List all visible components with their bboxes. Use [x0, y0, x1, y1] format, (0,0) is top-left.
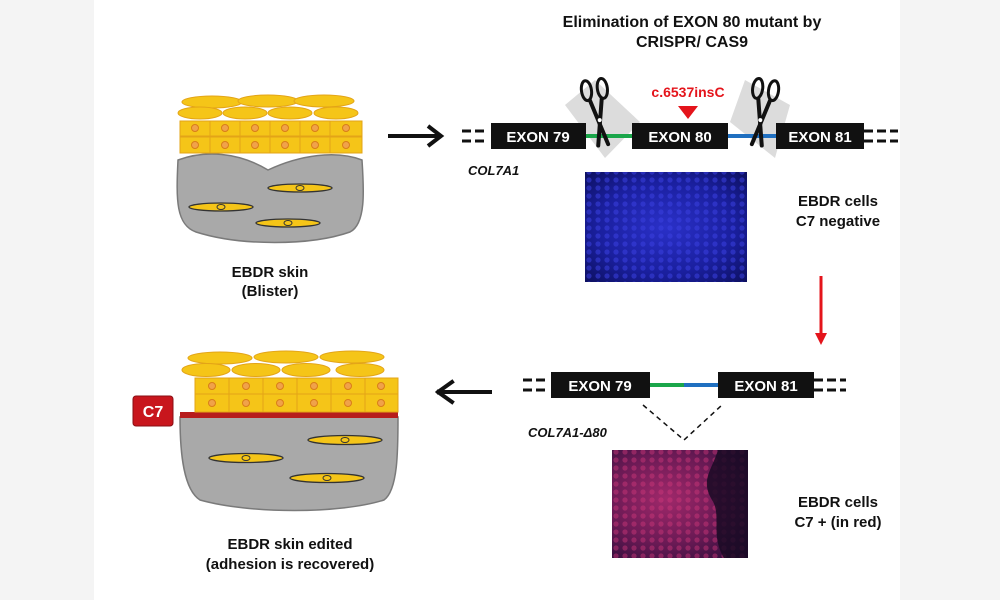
- exon-80-top: [632, 123, 728, 149]
- cells-top-label-1: EBDR cells: [798, 193, 878, 210]
- cells-bottom-label-1: EBDR cells: [798, 494, 878, 511]
- scissors-icon: [749, 76, 781, 148]
- fibroblasts-bottom: [208, 434, 383, 484]
- construct-top: EXON 79 EXON 80 EXON 81 c.6537insC: [462, 76, 898, 158]
- title-line-2: CRISPR/ CAS9: [636, 34, 748, 51]
- c7-badge-label: C7: [143, 404, 164, 421]
- micrograph-c7-negative: [585, 172, 747, 282]
- scissors-icon: [579, 76, 611, 148]
- cells-top-label-2: C7 negative: [796, 213, 880, 230]
- epidermis-top: [177, 94, 363, 154]
- gene-label-top: COL7A1: [468, 163, 519, 178]
- gene-label-bottom: COL7A1-Δ80: [528, 425, 608, 440]
- exon-80-top-label: EXON 80: [648, 129, 711, 146]
- skin-top-label-2: (Blister): [242, 283, 299, 300]
- fibroblasts-top: [188, 183, 333, 228]
- down-arrow: [815, 276, 827, 345]
- micrograph-c7-positive: [612, 450, 748, 558]
- exon-81-bottom: [718, 372, 814, 398]
- exon-79-top-label: EXON 79: [506, 129, 569, 146]
- construct-bottom: EXON 79 EXON 81: [523, 372, 846, 442]
- mutation-label: c.6537insC: [651, 84, 724, 100]
- exon-79-bottom: [551, 372, 650, 398]
- title-line-1: Elimination of EXON 80 mutant by: [563, 14, 822, 31]
- cells-bottom-label-2: C7 + (in red): [794, 514, 881, 531]
- skin-diagram-top: [176, 94, 365, 244]
- exon-81-bottom-label: EXON 81: [734, 378, 797, 395]
- c7-badge: C7: [132, 395, 174, 427]
- left-arrow: [435, 379, 492, 405]
- epidermis-bottom: [181, 350, 399, 413]
- mutation-marker-icon: [678, 106, 698, 119]
- right-arrow: [388, 124, 445, 148]
- exon-79-bottom-label: EXON 79: [568, 378, 631, 395]
- dermis-top: [176, 153, 365, 244]
- exon-81-top-label: EXON 81: [788, 129, 851, 146]
- skin-bottom-label-1: EBDR skin edited: [227, 536, 352, 553]
- exon-79-top: [491, 123, 586, 149]
- exon-81-top: [776, 123, 864, 149]
- skin-bottom-label-2: (adhesion is recovered): [206, 556, 374, 573]
- skin-diagram-bottom: [179, 350, 399, 512]
- skin-top-label-1: EBDR skin: [232, 264, 309, 281]
- c7-adhesion-layer: [180, 412, 398, 418]
- dermis-bottom: [179, 416, 399, 512]
